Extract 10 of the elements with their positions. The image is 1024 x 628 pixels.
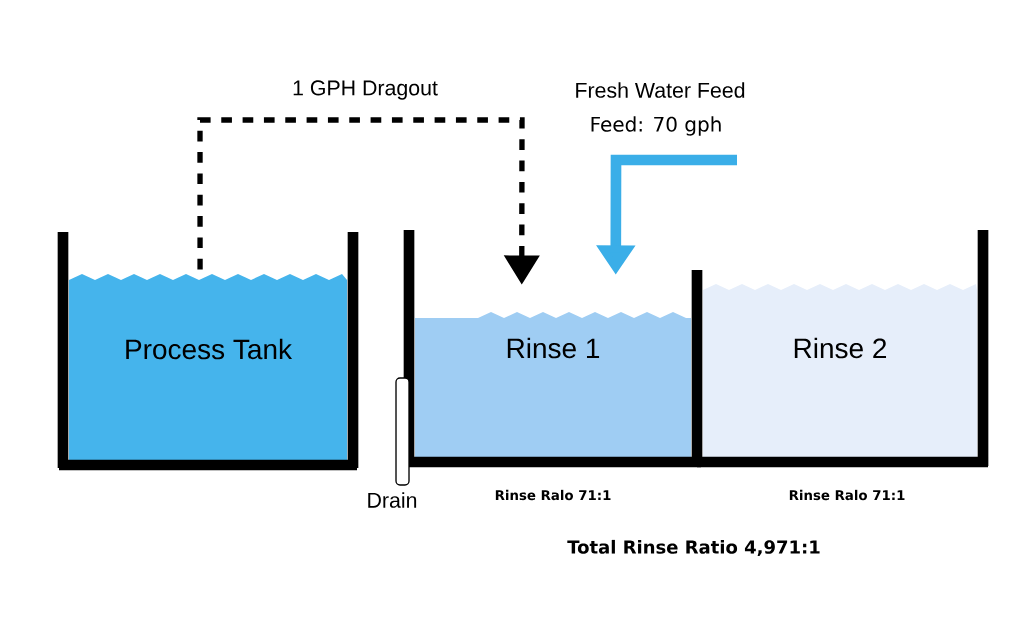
tank: Rinse 1 bbox=[403, 230, 703, 468]
edge-label: 1 GPH Dragout bbox=[290, 79, 440, 101]
feed-rate: Feed: 70 gph bbox=[591, 116, 721, 136]
ratio-text: Rinse Ralo 71:1 bbox=[495, 489, 611, 501]
tank: Process Tank bbox=[57, 232, 359, 471]
total-ratio: Total Rinse Ratio 4,971:1 bbox=[567, 539, 820, 557]
feed-title: Fresh Water Feed bbox=[576, 82, 745, 98]
tank: Rinse 2 bbox=[697, 230, 989, 468]
ratio-text: Rinse Ralo 71:1 bbox=[789, 489, 905, 501]
node-label: Drain bbox=[368, 492, 417, 508]
